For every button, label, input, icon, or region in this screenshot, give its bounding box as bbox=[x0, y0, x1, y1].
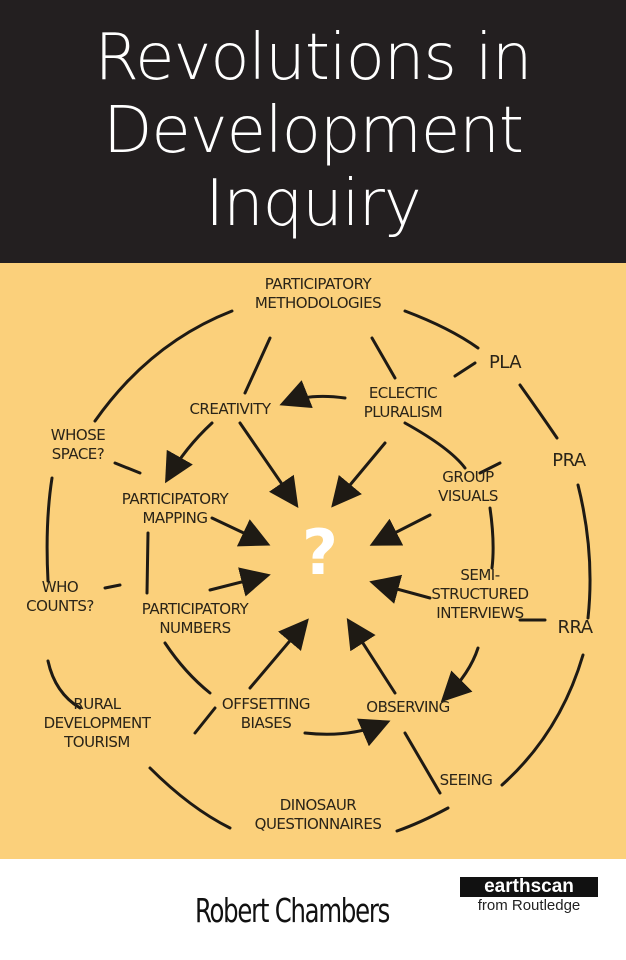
node-participatory-mapping: PARTICIPATORY MAPPING bbox=[121, 490, 229, 527]
node-participatory-methodologies: PARTICIPATORY METHODOLOGIES bbox=[254, 275, 382, 312]
title-line-2: Development bbox=[103, 94, 524, 168]
title-line-1: Revolutions in bbox=[94, 21, 533, 95]
diagram-lines bbox=[45, 309, 592, 833]
node-group-visuals: GROUP VISUALS bbox=[438, 468, 498, 505]
node-creativity: CREATIVITY bbox=[189, 400, 271, 418]
node-rural-development-tourism: RURAL DEVELOPMENT TOURISM bbox=[43, 695, 151, 751]
node-who-counts: WHO COUNTS? bbox=[26, 578, 94, 615]
publisher-brand: earthscan bbox=[460, 877, 598, 897]
author-name: Robert Chambers bbox=[195, 891, 390, 930]
methodology-diagram: PARTICIPATORY METHODOLOGIES PLA PRA RRA … bbox=[0, 263, 626, 859]
footer: Robert Chambers earthscan from Routledge bbox=[0, 859, 626, 960]
node-rra: RRA bbox=[557, 617, 593, 638]
publisher-sub: from Routledge bbox=[477, 897, 581, 914]
node-whose-space: WHOSE SPACE? bbox=[50, 426, 106, 463]
node-observing: OBSERVING bbox=[366, 698, 450, 716]
node-offsetting-biases: OFFSETTING BIASES bbox=[221, 695, 311, 732]
node-semi-structured-interviews: SEMI- STRUCTURED INTERVIEWS bbox=[431, 566, 529, 622]
node-participatory-numbers: PARTICIPATORY NUMBERS bbox=[141, 600, 249, 637]
title-band: Revolutions in Development Inquiry bbox=[0, 0, 626, 263]
title-line-3: Inquiry bbox=[205, 167, 422, 241]
node-seeing: SEEING bbox=[439, 771, 493, 789]
publisher-logo: earthscan from Routledge bbox=[460, 877, 598, 915]
node-eclectic-pluralism: ECLECTIC PLURALISM bbox=[363, 384, 443, 421]
question-mark-icon: ? bbox=[302, 516, 338, 589]
book-title: Revolutions in Development Inquiry bbox=[0, 22, 626, 241]
node-dinosaur-questionnaires: DINOSAUR QUESTIONNAIRES bbox=[254, 796, 382, 833]
node-pla: PLA bbox=[488, 352, 522, 373]
node-pra: PRA bbox=[552, 450, 586, 471]
